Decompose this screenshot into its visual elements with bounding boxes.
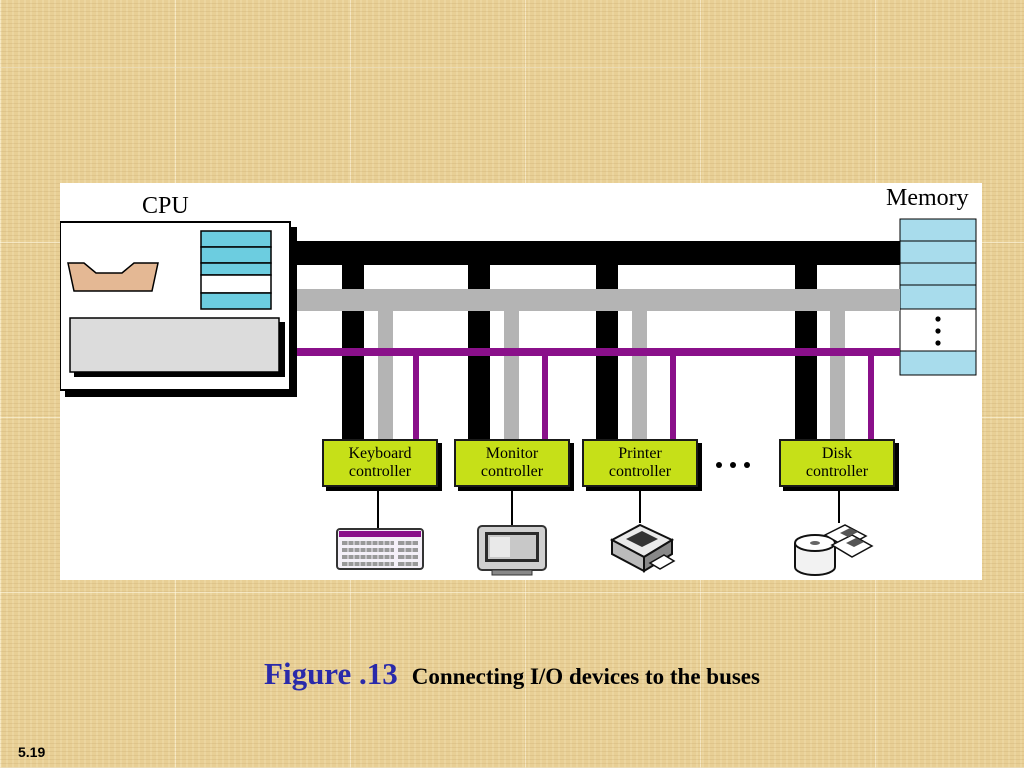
monitor-icon: [477, 487, 547, 576]
controller-suffix: controller: [348, 463, 412, 480]
figure-number: Figure .13: [264, 656, 398, 691]
control-bus: [297, 348, 900, 356]
memory-label: Memory: [886, 185, 969, 211]
keyboard-controller: Keyboard controller: [322, 439, 438, 487]
disk-drive-icon: [794, 487, 874, 576]
ellipsis-dots: [716, 462, 750, 468]
cpu-label: CPU: [142, 193, 189, 219]
bus-diagram: [60, 218, 977, 576]
keyboard-icon: [336, 487, 424, 570]
address-bus: [297, 289, 900, 311]
figure-panel: CPU Memory Keyboard controller Monitor c…: [60, 183, 982, 580]
cpu-registers: [200, 230, 272, 310]
caption-text: Connecting I/O devices to the buses: [411, 664, 760, 689]
controller-name: Printer: [618, 445, 662, 462]
alu-shape: [67, 262, 159, 292]
printer-controller: Printer controller: [582, 439, 698, 487]
controller-suffix: controller: [480, 463, 544, 480]
controller-name: Keyboard: [348, 445, 412, 462]
control-unit: [69, 317, 280, 373]
figure-caption: Figure .13 Connecting I/O devices to the …: [0, 656, 1024, 692]
memory-block: [899, 218, 977, 376]
controller-name: Monitor: [485, 445, 539, 462]
controller-name: Disk: [821, 445, 853, 462]
controller-suffix: controller: [608, 463, 672, 480]
printer-icon: [609, 487, 676, 573]
slide-number: 5.19: [18, 744, 46, 760]
disk-controller: Disk controller: [779, 439, 895, 487]
controller-suffix: controller: [805, 463, 869, 480]
cpu-box: [60, 221, 297, 397]
monitor-controller: Monitor controller: [454, 439, 570, 487]
data-bus: [297, 241, 900, 265]
